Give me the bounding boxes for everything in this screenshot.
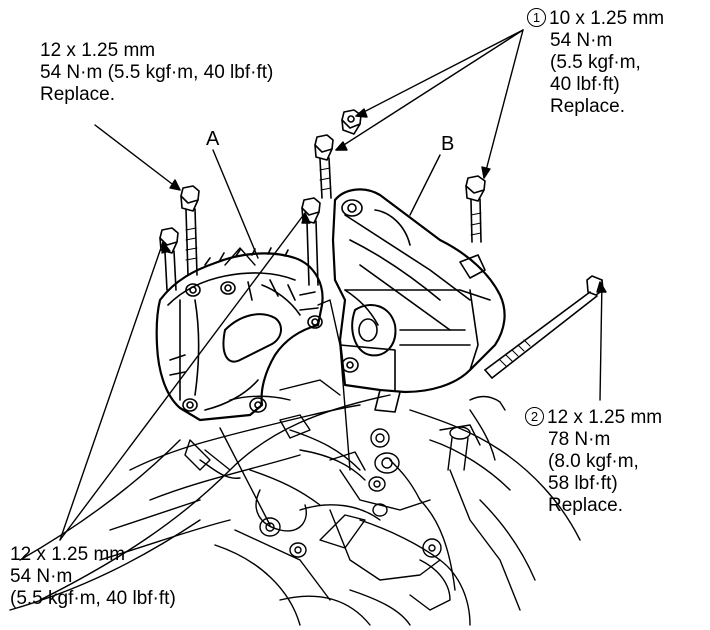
- callout-mid-right-size: 12 x 1.25 mm: [547, 407, 663, 428]
- callout-bottom-left-kgf: (5.5 kgf·m, 40 lbf·ft): [10, 588, 176, 609]
- leader-lines: [59, 29, 607, 541]
- callout-marker-2: 2: [525, 407, 544, 426]
- callout-top-left-torque: 54 N·m (5.5 kgf·m, 40 lbf·ft): [40, 62, 274, 83]
- bolt-right-upper: [465, 175, 486, 243]
- engine-frame-background: [9, 379, 581, 626]
- callout-top-left-size: 12 x 1.25 mm: [40, 40, 156, 61]
- callout-top-left: 12 x 1.25 mm 54 N·m (5.5 kgf·m, 40 lbf·f…: [40, 40, 273, 106]
- callout-bottom-left: 12 x 1.25 mm 54 N·m (5.5 kgf·m, 40 lbf·f…: [10, 544, 176, 610]
- callout-top-right-note: Replace.: [550, 96, 625, 117]
- callout-bottom-left-torque: 54 N·m: [10, 566, 73, 587]
- callout-top-right-torque: 54 N·m: [550, 30, 613, 51]
- callout-marker-1: 1: [527, 8, 546, 27]
- callout-top-right-lbf: 40 lbf·ft): [550, 74, 620, 95]
- bolt-top-left: [180, 185, 200, 276]
- callout-mid-right-note: Replace.: [548, 495, 623, 516]
- part-label-b: B: [441, 133, 455, 155]
- part-label-a: A: [206, 128, 220, 150]
- callout-top-left-note: Replace.: [40, 84, 115, 105]
- bolt-center: [301, 197, 321, 286]
- callout-bottom-left-size: 12 x 1.25 mm: [10, 544, 126, 565]
- mount-a: [155, 247, 324, 422]
- callout-top-right-kgf: (5.5 kgf·m,: [550, 52, 641, 73]
- bolt-upper-center: [314, 134, 334, 199]
- callout-mid-right-torque: 78 N·m: [548, 429, 611, 450]
- callout-mid-right-kgf: (8.0 kgf·m,: [548, 451, 639, 472]
- callout-top-right-size: 10 x 1.25 mm: [549, 8, 665, 29]
- callout-mid-right-lbf: 58 lbf·ft): [548, 473, 618, 494]
- mount-b: [331, 188, 506, 413]
- bolt-left: [159, 227, 179, 291]
- through-bolt: [484, 275, 604, 379]
